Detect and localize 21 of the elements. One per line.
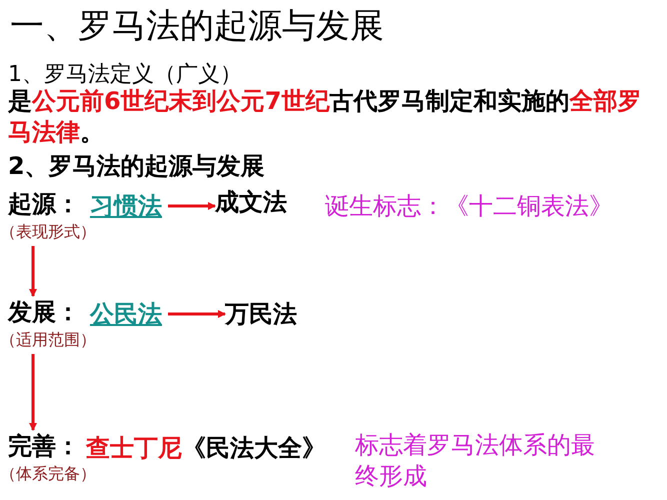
- stage-note: （表现形式）: [0, 221, 96, 243]
- stage-note: （体系完备）: [0, 463, 96, 485]
- definition-text: 是公元前6世纪末到公元7世纪古代罗马制定和实施的全部罗马法律。: [8, 86, 642, 148]
- section-heading: 2、罗马法的起源与发展: [8, 151, 266, 182]
- stage-label: 发展：: [8, 297, 80, 328]
- law-term: 习惯法: [90, 190, 168, 222]
- law-result: 万民法: [225, 298, 309, 330]
- origin-mark-text: 诞生标志：《十二铜表法》: [325, 191, 614, 222]
- definition-heading: 1、罗马法定义（广义）: [8, 61, 243, 88]
- arrow: [29, 354, 37, 431]
- stage-label: 完善：: [8, 431, 80, 462]
- law-result: 成文法: [215, 186, 299, 218]
- arrow: [168, 202, 216, 210]
- arrow: [29, 246, 37, 297]
- arrow: [168, 310, 226, 318]
- law-term: 公民法: [90, 298, 168, 330]
- stage-note: （适用范围）: [0, 329, 96, 351]
- slide-title: 一、罗马法的起源与发展: [10, 5, 384, 48]
- code-name-text: 查士丁尼《民法大全》: [86, 433, 327, 464]
- significance-text: 标志着罗马法体系的最终形成: [355, 430, 596, 492]
- stage-label: 起源：: [8, 189, 80, 220]
